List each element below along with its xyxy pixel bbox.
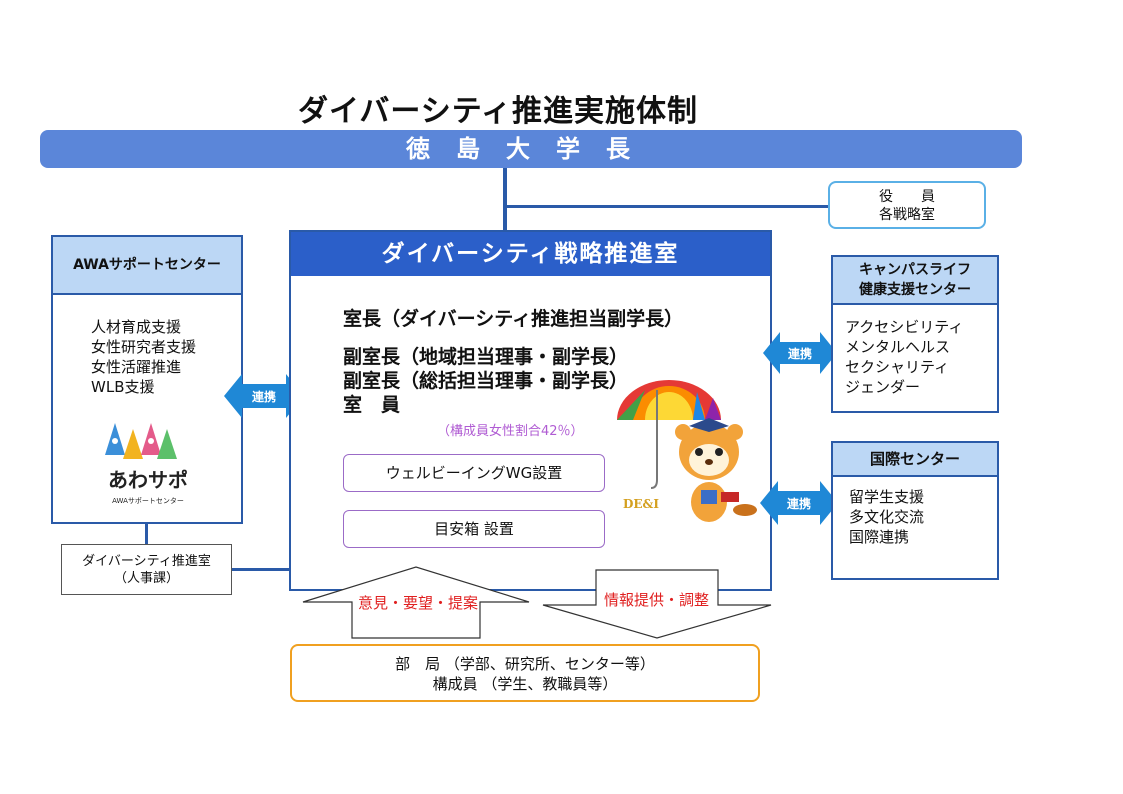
list-item: 留学生支援	[849, 488, 925, 506]
list-item: 多文化交流	[849, 508, 925, 526]
campus-title-line1: キャンパスライフ	[859, 262, 971, 278]
members-group-label: 構成員 （学生、教職員等）	[432, 675, 618, 693]
logo-subtext: AWAサポートセンター	[112, 496, 184, 505]
departments-box: 部 局 （学部、研究所、センター等） 構成員 （学生、教職員等）	[290, 644, 760, 702]
vice-chief-label-2: 副室長（総括担当理事・副学長）	[343, 370, 629, 392]
awa-support-center-title: AWAサポートセンター	[53, 237, 241, 295]
chief-label: 室長（ダイバーシティ推進担当副学長）	[343, 308, 684, 330]
hr-office-dept: （人事課）	[113, 571, 179, 586]
campus-title-line2: 健康支援センター	[859, 282, 971, 298]
list-item: ジェンダー	[845, 378, 921, 396]
strategy-rooms-label: 各戦略室	[879, 207, 935, 223]
international-center-title: 国際センター	[833, 443, 997, 477]
campus-support-list: アクセシビリティ メンタルヘルス セクシャリティ ジェンダー	[833, 305, 997, 397]
logo-text: あわサポ	[108, 468, 188, 492]
arrow-up-feedback: 意見・要望・提案	[302, 566, 530, 639]
page-title: ダイバーシティ推進実施体制	[298, 94, 698, 129]
list-item: 国際連携	[849, 528, 910, 546]
link-label: 連携	[786, 497, 811, 511]
suggestion-box-label: 目安箱 設置	[343, 510, 605, 548]
arrow-up-label: 意見・要望・提案	[358, 594, 479, 612]
line-president-down	[503, 168, 507, 230]
officers-box: 役 員 各戦略室	[828, 181, 986, 229]
hr-office-name: ダイバーシティ推進室	[82, 554, 211, 569]
members-label: 室 員	[343, 394, 401, 416]
strategy-office-title: ダイバーシティ戦略推進室	[291, 232, 770, 276]
arrow-down-info: 情報提供・調整	[542, 569, 772, 639]
diversity-strategy-office-box: ダイバーシティ戦略推進室 室長（ダイバーシティ推進担当副学長） 副室長（地域担当…	[289, 230, 772, 591]
hr-diversity-office-box: ダイバーシティ推進室 （人事課）	[61, 544, 232, 595]
international-center-box: 国際センター 留学生支援 多文化交流 国際連携	[831, 441, 999, 580]
line-hr-to-strategy	[232, 568, 289, 571]
international-support-list: 留学生支援 多文化交流 国際連携	[833, 477, 997, 547]
president-bar: 徳島大学長	[40, 130, 1022, 168]
line-awa-down	[145, 524, 148, 544]
departments-label: 部 局 （学部、研究所、センター等）	[395, 655, 655, 673]
link-label: 連携	[787, 347, 812, 361]
campus-life-center-box: キャンパスライフ 健康支援センター アクセシビリティ メンタルヘルス セクシャリ…	[831, 255, 999, 413]
mascot-illustration: DE&I	[613, 380, 768, 530]
list-item: セクシャリティ	[845, 358, 950, 376]
mascot-tag: DE&I	[623, 497, 659, 511]
female-ratio-label: （構成員女性割合42％）	[437, 424, 584, 439]
list-item: WLB支援	[91, 378, 155, 396]
list-item: 人材育成支援	[91, 318, 182, 336]
list-item: アクセシビリティ	[845, 318, 964, 336]
officers-label: 役 員	[879, 189, 935, 205]
line-to-officers	[505, 205, 828, 208]
arrow-down-label: 情報提供・調整	[604, 591, 710, 609]
link-label: 連携	[251, 390, 276, 404]
list-item: 女性研究者支援	[91, 338, 197, 356]
link-arrow-campus: 連携	[763, 332, 837, 374]
awa-support-center-box: AWAサポートセンター 人材育成支援 女性研究者支援 女性活躍推進 WLB支援 …	[51, 235, 243, 524]
list-item: 女性活躍推進	[91, 358, 182, 376]
awa-support-list: 人材育成支援 女性研究者支援 女性活躍推進 WLB支援	[53, 295, 241, 397]
link-arrow-awa: 連携	[224, 374, 304, 418]
wellbeing-wg-box: ウェルビーイングWG設置	[343, 454, 605, 492]
vice-chief-label-1: 副室長（地域担当理事・副学長）	[343, 346, 629, 368]
awa-support-logo: あわサポ AWAサポートセンター	[103, 423, 193, 508]
campus-life-center-title: キャンパスライフ 健康支援センター	[833, 257, 997, 305]
link-arrow-intl: 連携	[760, 481, 838, 525]
list-item: メンタルヘルス	[845, 338, 951, 356]
